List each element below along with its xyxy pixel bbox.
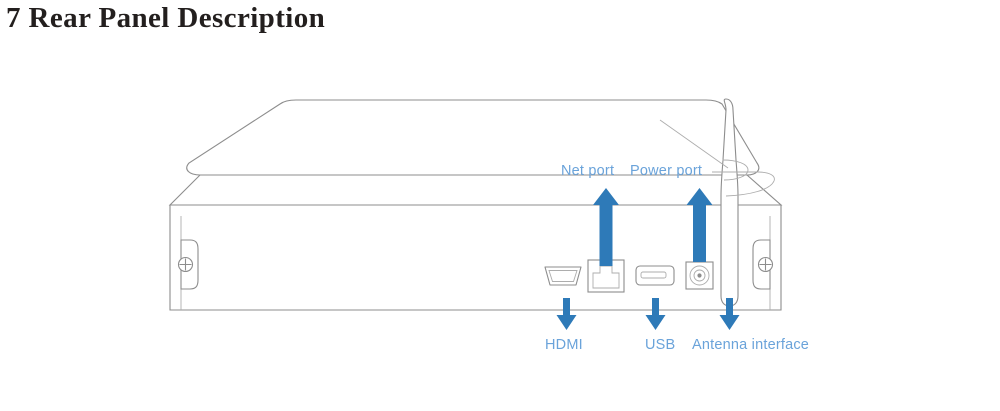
antenna-arrow-down: [719, 298, 740, 330]
label-usb: USB: [645, 337, 676, 353]
hdmi-arrow-down: [556, 298, 577, 330]
page-title: 7 Rear Panel Description: [6, 2, 326, 34]
label-power-port: Power port: [630, 163, 703, 179]
label-hdmi: HDMI: [545, 337, 583, 353]
dc-power-port-icon: [685, 261, 714, 290]
left-screw-bracket: [177, 239, 199, 290]
right-screw-bracket: [752, 239, 774, 290]
power-port-leader-line: [659, 119, 775, 197]
label-antenna-interface: Antenna interface: [692, 337, 810, 353]
hdmi-port-icon: [544, 266, 582, 286]
usb-port-icon: [635, 265, 675, 286]
device-front-face: [169, 204, 782, 311]
usb-arrow-down: [645, 298, 666, 330]
net-port-arrow-up: [593, 188, 619, 266]
device-top-cover: [186, 99, 760, 176]
power-port-arrow-up: [686, 188, 713, 262]
label-net-port: Net port: [561, 163, 615, 179]
